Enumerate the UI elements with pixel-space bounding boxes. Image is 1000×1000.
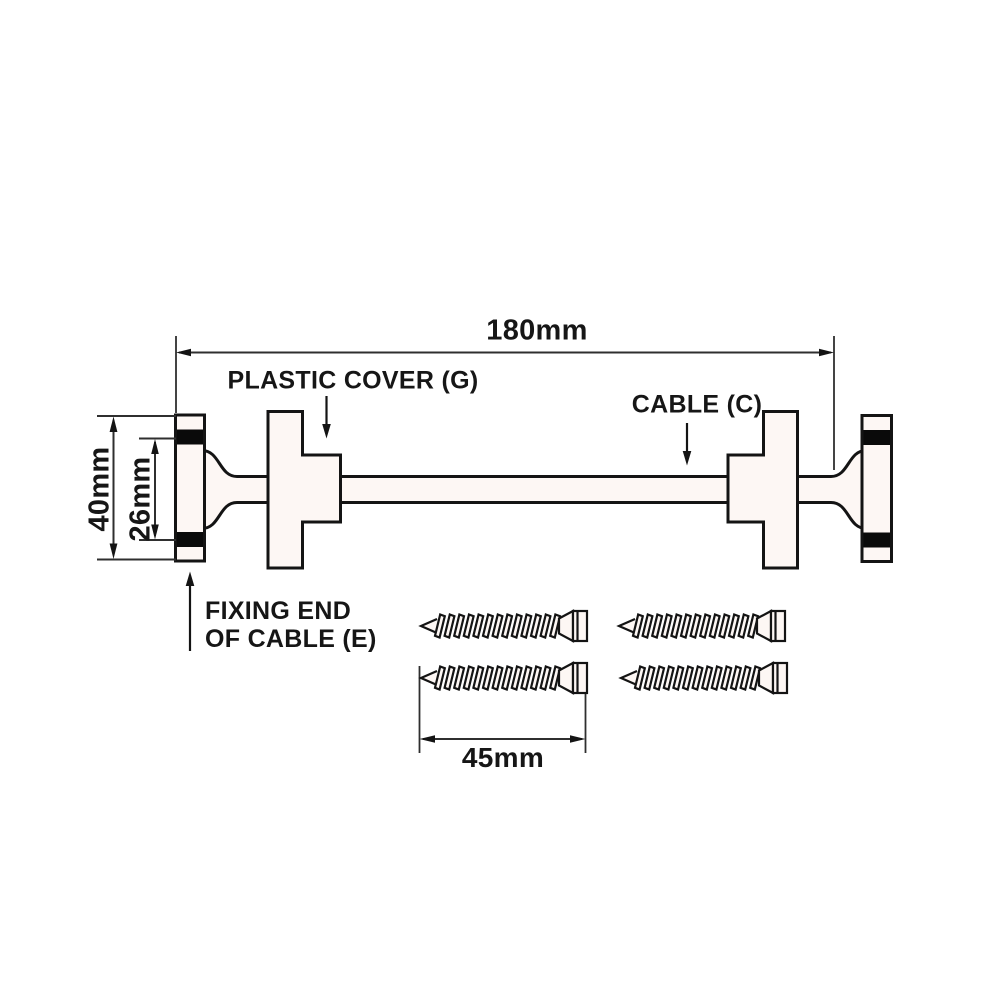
label-cable: CABLE (C) <box>631 390 763 419</box>
arrow-cable <box>682 423 692 466</box>
label-overall-length: 180mm <box>486 314 588 347</box>
screw-4 <box>619 661 789 695</box>
screw-2 <box>617 609 787 643</box>
left-flange-band-top <box>177 429 203 445</box>
label-flange-inner-height: 26mm <box>124 456 157 542</box>
label-fixing-end-line1: FIXING END <box>205 597 352 625</box>
screw-1 <box>419 609 589 643</box>
arrow-plastic-cover <box>322 396 331 439</box>
screw-3 <box>419 661 589 695</box>
right-fixing-end <box>830 414 893 563</box>
left-fixing-end <box>174 413 238 563</box>
right-flange-band-top <box>863 430 890 445</box>
left-flange-band-bottom <box>177 532 203 547</box>
dim-flange-height <box>97 415 176 561</box>
arrow-fixing-end <box>185 571 195 651</box>
label-plastic-cover: PLASTIC COVER (G) <box>227 366 479 395</box>
dim-screw-length-line <box>419 735 586 743</box>
dim-overall-length <box>175 336 835 470</box>
left-plastic-cover <box>266 410 342 570</box>
label-screw-length: 45mm <box>461 742 545 773</box>
label-flange-height: 40mm <box>83 446 116 532</box>
dim-flange-inner-height <box>139 437 176 541</box>
label-fixing-end-line2: OF CABLE (E) <box>205 625 377 653</box>
right-flange-band-bottom <box>863 532 890 548</box>
right-plastic-cover <box>726 410 799 570</box>
label-fixing-end: FIXING END OF CABLE (E) <box>205 597 377 653</box>
